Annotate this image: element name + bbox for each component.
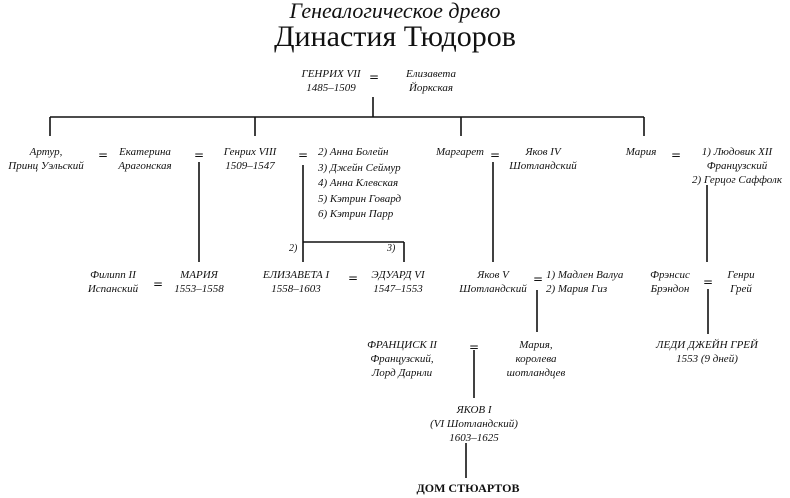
marriage-symbol: = (469, 340, 480, 354)
person-elizabeth-york: Елизавета Йоркская (406, 67, 456, 95)
person-edward6: ЭДУАРД VI 1547–1553 (371, 268, 424, 296)
person-henry8: Генрих VIII 1509–1547 (224, 145, 277, 173)
reign: 1485–1509 (306, 82, 356, 94)
person-francis2: ФРАНЦИСК II Французский, Лорд Дарнли (367, 338, 437, 380)
name-line: Шотландский (509, 160, 577, 172)
reign: 1558–1603 (271, 283, 321, 295)
spouse: 2) Герцог Саффолк (692, 174, 782, 186)
wife: 3) Джейн Сеймур (318, 161, 401, 174)
marriage-symbol: = (533, 272, 544, 286)
james5-wives: 1) Мадлен Валуа 2) Мария Гиз (546, 268, 623, 296)
spouse: 1) Людовик XII (701, 146, 773, 158)
name: ЛЕДИ ДЖЕЙН ГРЕЙ (656, 339, 758, 351)
person-arthur: Артур, Принц Уэльский (8, 145, 83, 173)
name: Маргарет (436, 146, 484, 158)
person-james5: Яков V Шотландский (459, 268, 526, 296)
marriage-symbol: = (348, 271, 359, 285)
branch-label-2: 2) (289, 243, 298, 254)
name-line: королева (515, 353, 557, 365)
name-line: Французский, (370, 353, 434, 365)
name-line: Яков IV (525, 146, 561, 158)
name-line: Шотландский (459, 283, 527, 295)
reign: 1553–1558 (174, 283, 224, 295)
reign: 1603–1625 (449, 432, 499, 444)
name-line: Арагонская (118, 160, 172, 172)
wife: 6) Кэтрин Парр (318, 208, 394, 220)
name-line: Филипп II (90, 269, 136, 281)
house-of-stuart: ДОМ СТЮАРТОВ (416, 481, 520, 495)
name: Генрих VIII (223, 146, 277, 158)
person-frances-brandon: Фрэнсис Брэндон (650, 268, 690, 296)
marriage-symbol: = (98, 148, 109, 162)
name: ЭДУАРД VI (371, 269, 425, 281)
name: Мария (625, 146, 657, 158)
name: ЯКОВ I (456, 404, 492, 416)
reign: 1553 (9 дней) (676, 353, 738, 365)
marriage-symbol: = (369, 70, 380, 84)
name: ЕЛИЗАВЕТА I (262, 269, 330, 281)
name-line: Екатерина (119, 146, 171, 158)
person-henry-grey: Генри Грей (727, 268, 754, 296)
person-catherine: Екатерина Арагонская (118, 145, 171, 173)
person-mary-tudor: Мария (626, 145, 657, 159)
marriage-symbol: = (671, 148, 682, 162)
person-henry7: ГЕНРИХ VII 1485–1509 (301, 67, 360, 95)
wife: 2) Мария Гиз (546, 283, 608, 295)
person-james4: Яков IV Шотландский (509, 145, 576, 173)
reign: 1547–1553 (373, 283, 423, 295)
marriage-symbol: = (194, 148, 205, 162)
person-mary-queen-of-scots: Мария, королева шотландцев (507, 338, 566, 380)
name: ФРАНЦИСК II (367, 339, 437, 351)
branch-label-3: 3) (387, 243, 396, 254)
mary-tudor-spouses: 1) Людовик XII Французский 2) Герцог Саф… (692, 145, 782, 187)
name-line: Елизавета (406, 68, 456, 80)
name-line: Мария, (519, 339, 553, 351)
name-line: Принц Уэльский (8, 160, 84, 172)
name-line: Фрэнсис (650, 269, 690, 281)
name: МАРИЯ (180, 269, 218, 281)
name-line: Лорд Дарнли (371, 367, 433, 379)
name-line: Генри (727, 269, 755, 281)
name-line: Яков V (477, 269, 509, 281)
person-mary1: МАРИЯ 1553–1558 (174, 268, 224, 296)
henry8-wives: 2) Анна Болейн 3) Джейн Сеймур 4) Анна К… (318, 145, 401, 223)
spouse: Французский (706, 160, 768, 172)
name-line: (VI Шотландский) (430, 418, 518, 430)
marriage-symbol: = (153, 277, 164, 291)
person-james1: ЯКОВ I (VI Шотландский) 1603–1625 (430, 403, 518, 445)
name-line: Брэндон (650, 283, 690, 295)
person-philip2: Филипп II Испанский (88, 268, 138, 296)
name-line: Испанский (87, 283, 139, 295)
wife: 2) Анна Болейн (318, 146, 389, 158)
marriage-symbol: = (298, 148, 309, 162)
person-elizabeth1: ЕЛИЗАВЕТА I 1558–1603 (263, 268, 329, 296)
reign: 1509–1547 (225, 160, 275, 172)
diagram-subtitle: Генеалогическое древо (289, 0, 501, 23)
wife: 4) Анна Клевская (318, 177, 399, 189)
wife: 5) Кэтрин Говард (318, 192, 402, 205)
name-line: шотландцев (506, 367, 566, 379)
person-jane-grey: ЛЕДИ ДЖЕЙН ГРЕЙ 1553 (9 дней) (656, 338, 758, 366)
diagram-title: Династия Тюдоров (274, 20, 516, 53)
person-margaret: Маргарет (436, 145, 484, 159)
name-line: Йоркская (408, 82, 454, 94)
marriage-symbol: = (490, 148, 501, 162)
wife: 1) Мадлен Валуа (546, 269, 624, 281)
name: ГЕНРИХ VII (301, 68, 361, 80)
name-line: Грей (730, 283, 752, 295)
marriage-symbol: = (703, 275, 714, 289)
name-line: Артур, (29, 146, 63, 158)
